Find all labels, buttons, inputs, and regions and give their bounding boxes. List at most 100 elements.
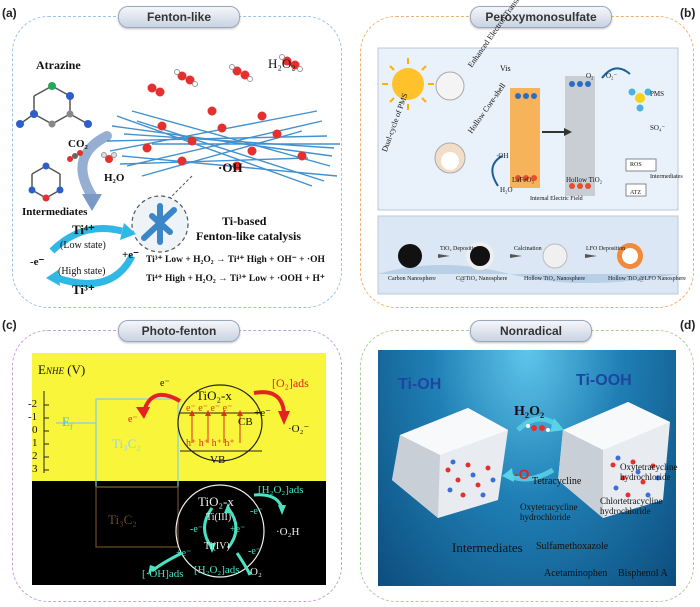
sun-icon <box>382 58 434 110</box>
equation-2: Ti⁴⁺ High + H₂O₂ → Ti³⁺ Low + ·OOH + H⁺ <box>146 274 325 284</box>
label-plus-e-c2: +e⁻ <box>230 524 246 535</box>
label-vb: VB <box>210 454 226 466</box>
name-c-tio2-nanosphere: C@TiO₂ Nanosphere <box>456 276 508 282</box>
label-cb: CB <box>238 416 253 428</box>
label-ros: ROS <box>630 162 642 168</box>
label-h-row-4: h⁺ <box>224 438 235 449</box>
axis-e-subscript: NHE <box>45 366 64 376</box>
label-e-row-3: e⁻ <box>210 403 221 414</box>
label-h2o2-ads-top: [H₂O₂]ads <box>258 484 304 496</box>
label-tio2x-bot: TiO₂-x <box>198 494 234 509</box>
label-intermediates-b: Intermediates <box>650 174 683 180</box>
axis-tick-2: 0 <box>32 424 38 436</box>
label-pms: PMS <box>650 90 665 98</box>
panel-d-tag: (d) <box>680 318 696 332</box>
label-plus-e-c4: +e⁻ <box>176 548 192 559</box>
label-acetaminophen: Acetaminophen <box>544 568 608 579</box>
panel-a-graphic <box>16 54 340 288</box>
equation-1: Ti³⁺ Low + H₂O₂ → Ti⁴⁺ High + OH⁻ + ·OH <box>146 255 325 265</box>
label-o2-radical: ·O₂⁻ <box>288 423 310 435</box>
axis-tick-0: -2 <box>28 398 38 410</box>
label-lafeo3: LaFeO₃ <box>512 176 534 184</box>
axis-tick-5: 3 <box>32 463 38 475</box>
label-intermediates-d: Intermediates <box>452 540 523 555</box>
label-minus-e-c5: -e⁻ <box>248 546 262 557</box>
label-minus-e-c3: -e⁻ <box>250 506 264 517</box>
step-lfo-deposition: LFO Deposition <box>586 246 626 252</box>
label-h2o2: H₂O₂ <box>268 56 296 71</box>
label-o2-c: O₂ <box>250 566 262 578</box>
label-ti-bot: Ti³⁺ <box>72 282 95 297</box>
label-so4: SO₄⁻ <box>650 124 666 132</box>
label-ef-subscript: f <box>69 422 73 432</box>
label-h-row-2: h⁺ <box>198 438 210 449</box>
label-h-row: h⁺ h⁺ h⁺ h⁺ <box>186 438 235 449</box>
label-minus-e: -e⁻ <box>30 256 45 268</box>
axis-e-nhe: ENHE (V) <box>38 362 85 378</box>
label-tetracycline: Tetracycline <box>532 476 582 487</box>
label-h2o2-ads-bot: [H₂O₂]ads <box>194 564 240 576</box>
label-chlortetracycline: Chlortetracycline hydrochloride <box>600 496 663 516</box>
panel-d-graphic <box>392 402 670 518</box>
label-h2o2-d: H₂O₂ <box>514 404 545 419</box>
label-o2h: ·O₂H <box>276 526 300 538</box>
label-oh-b: ·OH <box>496 152 509 160</box>
label-low-state: (Low state) <box>60 240 106 251</box>
label-vis: Vis <box>500 64 511 73</box>
label-ef-letter: E <box>62 414 70 429</box>
label-h2o: H₂O <box>104 172 125 184</box>
label-ti3c2-top: Ti₃C₂ <box>112 436 141 451</box>
panel-a-tag: (a) <box>2 6 17 20</box>
label-e-row-2: e⁻ <box>198 403 208 414</box>
label-ti-ooh: Ti-OOH <box>576 372 632 389</box>
step-calcination: Calcination <box>514 246 542 252</box>
label-hollow-tio2: Hollow TiO₂ <box>566 176 603 184</box>
label-o2-ads: [O₂]ads <box>272 376 309 390</box>
panel-b-tag: (b) <box>680 6 696 20</box>
panel-c-graphic <box>43 384 290 578</box>
panel-c-title: Photo-fenton <box>118 320 240 342</box>
label-co2: CO₂ <box>68 138 88 150</box>
panel-c-tag: (c) <box>2 318 17 332</box>
label-field: Internal Electric Field <box>530 196 583 202</box>
panel-b-graphic <box>377 47 679 295</box>
label-o2: O₂ <box>586 72 594 80</box>
label-h-row-1: h⁺ <box>186 438 197 449</box>
panel-d-title: Nonradical <box>470 320 592 342</box>
label-minus-o: -O <box>514 466 530 482</box>
label-plus-e-c: +e⁻ <box>254 407 271 419</box>
label-o2-minus: O₂⁻ <box>606 72 618 80</box>
label-oxytetracycline: Oxytetracycline hydrochloride <box>520 502 578 522</box>
label-e-row-4: e⁻ <box>222 403 233 414</box>
label-h-row-3: h⁺ <box>211 438 222 449</box>
label-oh-ads: [·OH]ads <box>142 568 184 580</box>
label-e-minus: e⁻ <box>128 414 138 425</box>
label-e-row-1: e⁻ <box>186 403 196 414</box>
label-high-state: (High state) <box>58 266 106 277</box>
step-tio2-deposition: TiO₂ Deposition <box>440 246 480 252</box>
axis-tick-3: 1 <box>32 437 38 449</box>
axis-e-unit: (V) <box>63 362 86 377</box>
label-e-left: e⁻ <box>160 378 170 389</box>
label-intermediates: Intermediates <box>22 206 88 218</box>
panel-b-title: Peroxymonosulfate <box>470 6 612 28</box>
label-plus-e: +e⁻ <box>122 249 139 261</box>
label-h2o-b: H₂O <box>500 186 513 194</box>
label-minus-e-c: -e⁻ <box>190 524 204 535</box>
label-ef: Ef <box>62 414 73 432</box>
panel-a-title: Fenton-like <box>118 6 240 28</box>
label-ti-iv: Ti(IV) <box>204 541 230 552</box>
name-carbon-nanosphere: Carbon Nanosphere <box>388 276 436 282</box>
axis-tick-4: 2 <box>32 450 38 462</box>
label-bisphenol-a: Bisphenol A <box>618 568 668 579</box>
name-hollow-tio2-nanosphere: Hollow TiO₂ Nanosphere <box>524 276 586 282</box>
atrazine-molecule <box>19 85 89 125</box>
label-oh: ·OH <box>218 160 243 175</box>
label-atz: ATZ <box>630 190 641 196</box>
axis-e-letter: E <box>38 362 46 377</box>
label-atrazine: Atrazine <box>36 58 81 72</box>
label-ti-iii: Ti(III) <box>206 512 232 523</box>
name-hollow-tio2-lfo-nanosphere: Hollow TiO₂@LFO Nanosphere <box>608 276 686 282</box>
label-catalysis-2: Fenton-like catalysis <box>196 229 301 243</box>
label-sulfamethoxazole: Sulfamethoxazole <box>536 541 609 552</box>
